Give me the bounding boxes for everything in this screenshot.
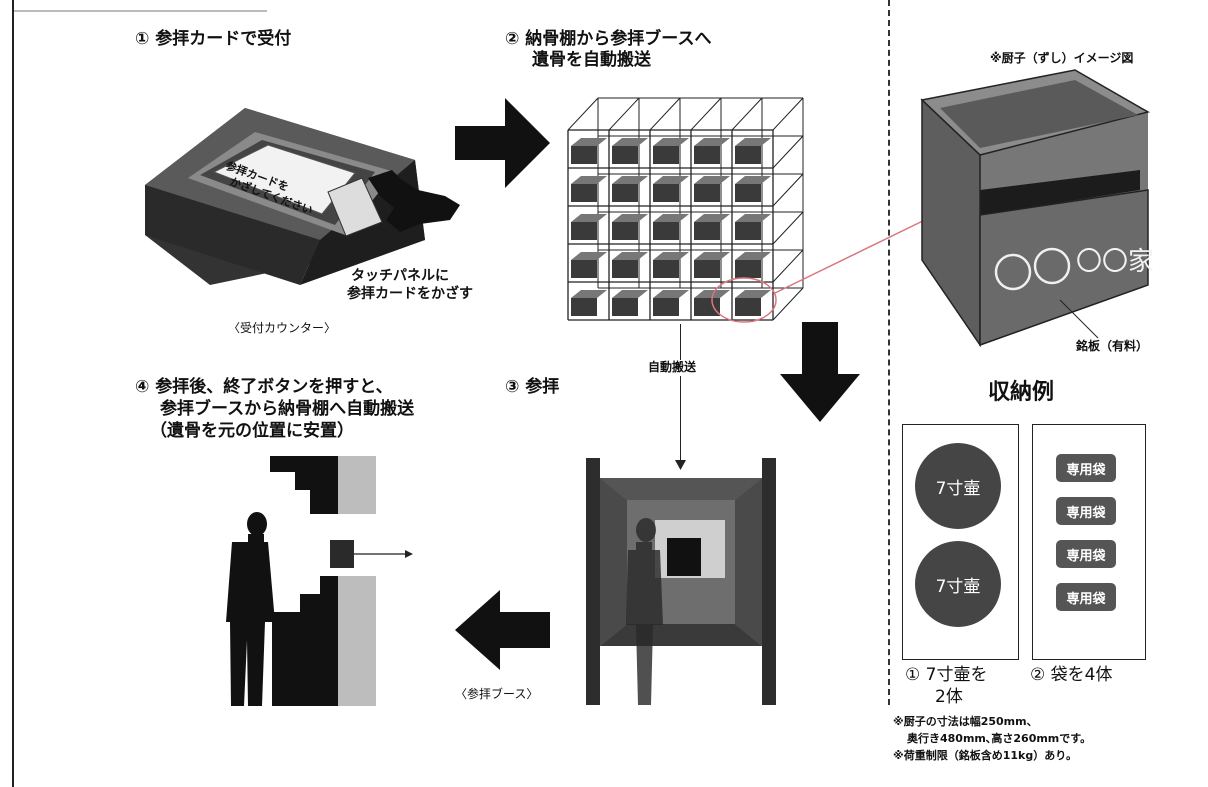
auto-transport-label: 自動搬送 (648, 360, 697, 376)
bag-2: 専用袋 (1056, 497, 1116, 525)
urn-box (735, 260, 761, 278)
step4-heading-line2: 参拝ブースから納骨棚へ自動搬送 (160, 399, 415, 419)
step4-heading-line3: （遺骨を元の位置に安置） (150, 421, 354, 441)
urn-box (735, 222, 761, 240)
urn-box (571, 146, 597, 164)
size-note-line2: 奥行き480mm､高さ260mmです。 (907, 732, 1092, 745)
touch-panel-caption-line1: タッチパネルに (351, 268, 449, 284)
urn-box (612, 222, 638, 240)
counter-caption: 〈受付カウンター〉 (228, 321, 337, 335)
bag-1: 専用袋 (1056, 454, 1116, 482)
example1-caption-line1: ① 7寸壷を (905, 665, 988, 685)
urn-box (694, 260, 720, 278)
step3-heading: ③ 参拝 (505, 377, 560, 397)
urn-box (735, 184, 761, 202)
storage-example-title: 収納例 (988, 380, 1055, 405)
auto-transport-arrowhead-icon (675, 460, 686, 470)
urn-circle-2: 7寸壷 (915, 541, 1001, 627)
example2-caption: ② 袋を4体 (1030, 665, 1113, 685)
urn-box (653, 298, 679, 316)
booth-caption: 〈参拝ブース〉 (455, 687, 539, 701)
step2-heading-line1: ② 納骨棚から参拝ブースへ (505, 29, 712, 49)
frame-top-line (12, 10, 267, 12)
arrow-right-icon (455, 98, 550, 188)
urn-box (612, 298, 638, 316)
arrow-left-icon (455, 590, 550, 670)
urn-box (612, 146, 638, 164)
touch-panel-caption-line2: 参拝カードをかざす (347, 286, 473, 302)
section-divider (888, 0, 890, 705)
urn-box (694, 184, 720, 202)
urn-box (694, 298, 720, 316)
size-note-line1: ※厨子の寸法は幅250mm、 (893, 715, 1038, 728)
frame-left-line (12, 0, 14, 787)
urn-box (735, 146, 761, 164)
urn-box (653, 146, 679, 164)
urn-box (571, 260, 597, 278)
urn-box (612, 184, 638, 202)
urn-box (735, 298, 761, 316)
urn-box (612, 260, 638, 278)
zushi-title: ※厨子（ずし）イメージ図 (990, 51, 1134, 65)
auto-transport-line (680, 324, 681, 462)
urn-box (653, 184, 679, 202)
step2-heading-line2: 遺骨を自動搬送 (532, 50, 651, 70)
example1-caption-line2: 2体 (935, 687, 963, 707)
nameplate-text: 〇〇家 (1076, 247, 1155, 277)
urn-box (653, 260, 679, 278)
urn-box (653, 222, 679, 240)
nameplate-label: 銘板（有料） (1076, 339, 1149, 353)
bag-4: 専用袋 (1056, 583, 1116, 611)
urn-circle-1: 7寸壷 (915, 443, 1001, 529)
urn-box (694, 146, 720, 164)
urn-box (571, 222, 597, 240)
bag-3: 専用袋 (1056, 540, 1116, 568)
step1-heading: ① 参拝カードで受付 (135, 29, 292, 49)
step4-heading-line1: ④ 参拝後、終了ボタンを押すと、 (135, 377, 393, 397)
urn-box (694, 222, 720, 240)
arrow-down-icon (780, 322, 860, 422)
weight-note: ※荷重制限（銘板含め11kg）あり。 (893, 749, 1077, 762)
urn-box (571, 298, 597, 316)
urn-box (571, 184, 597, 202)
